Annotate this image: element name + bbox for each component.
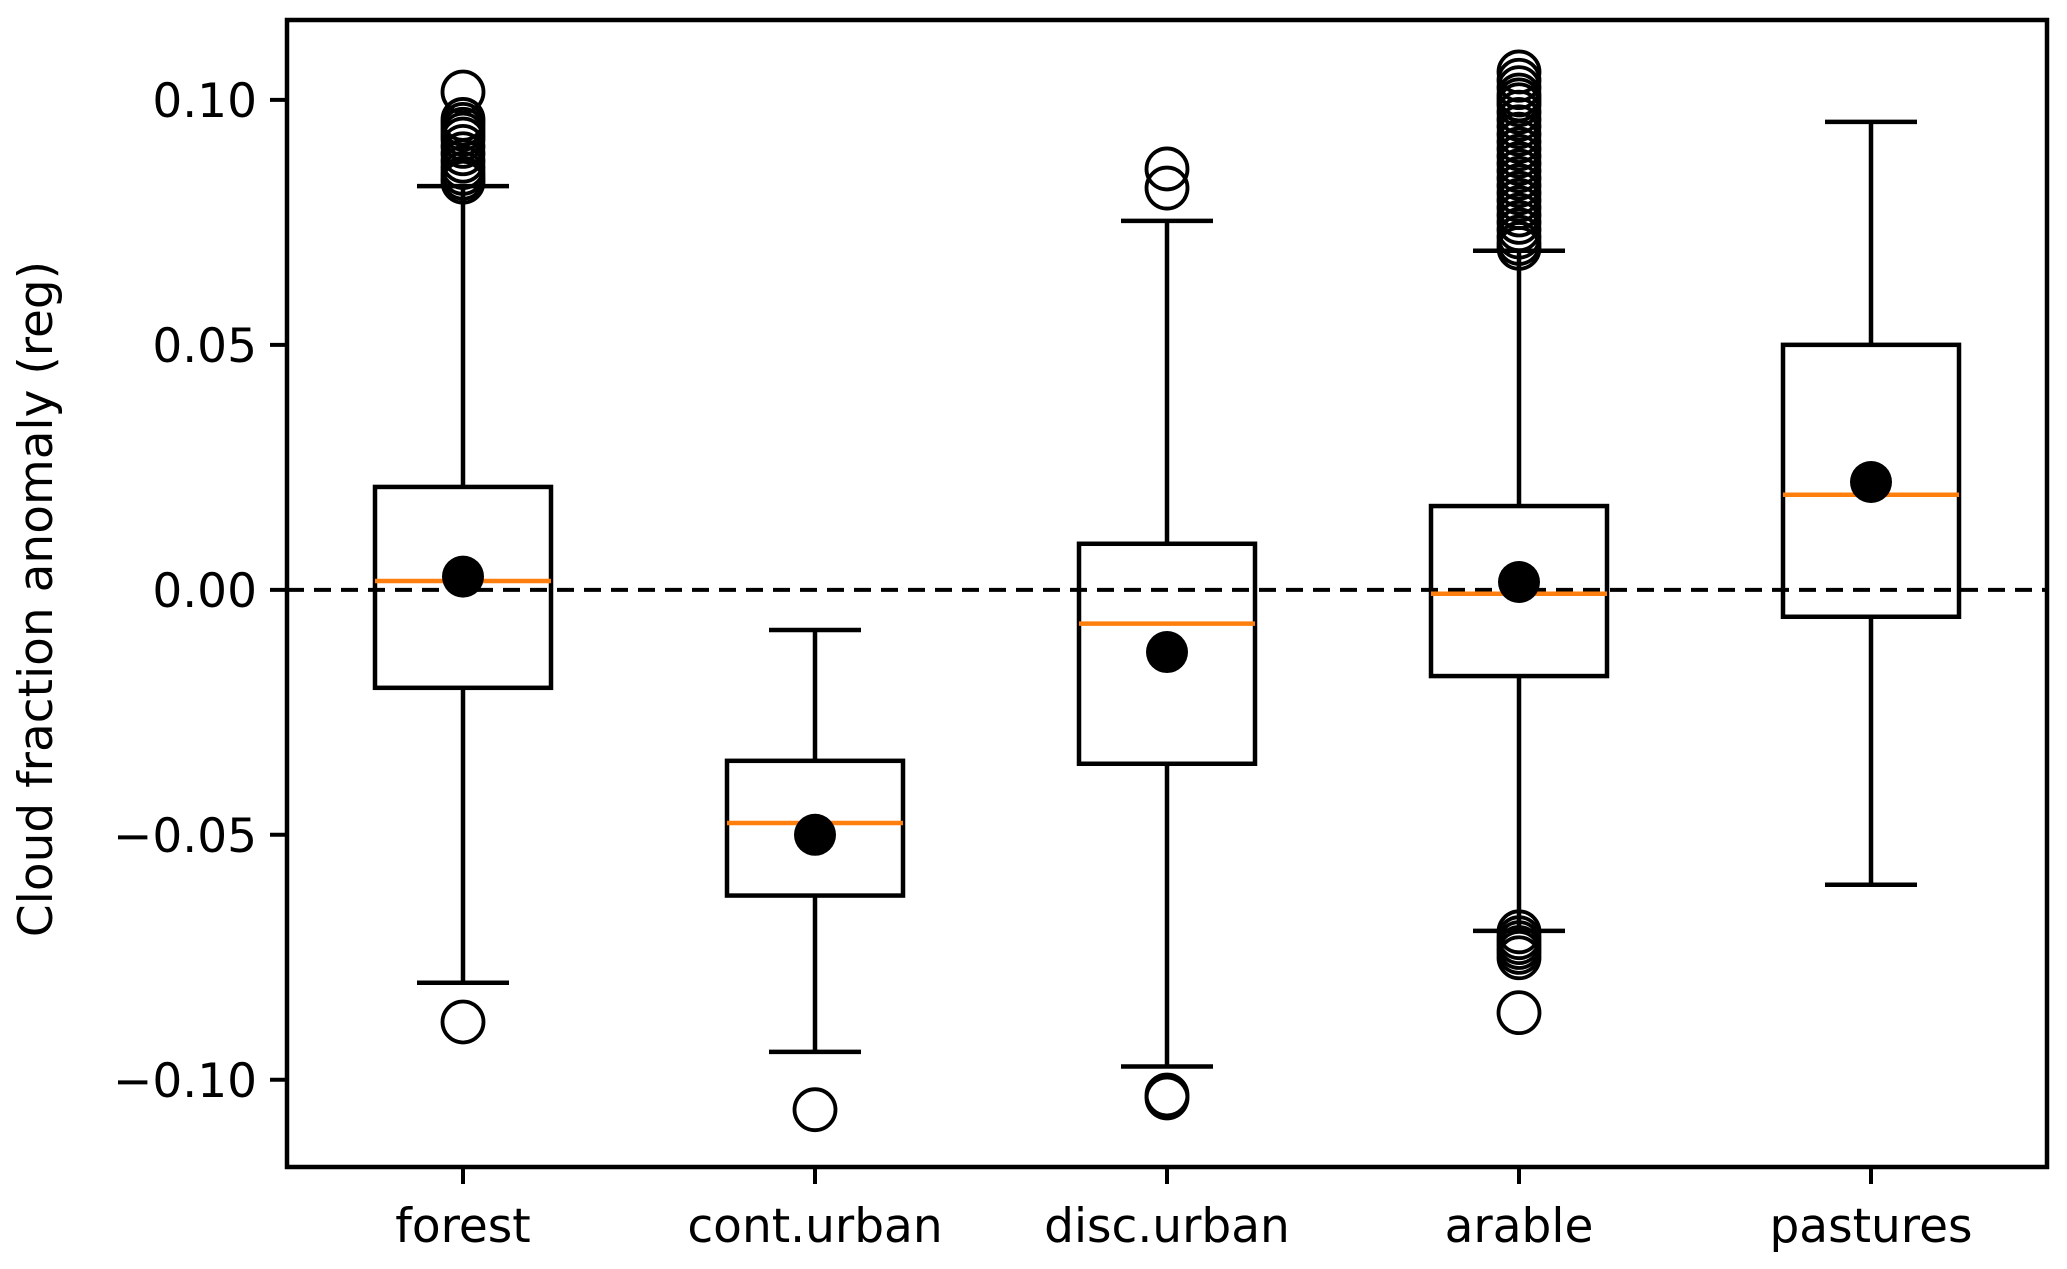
mean-marker bbox=[1146, 631, 1188, 674]
box-group-arable bbox=[1428, 49, 1610, 1036]
box-group-pastures bbox=[1780, 119, 1962, 888]
outlier-point bbox=[440, 999, 486, 1045]
box-group-cont-urban bbox=[724, 627, 906, 1133]
outlier-point bbox=[1144, 165, 1190, 211]
mean-marker bbox=[1498, 560, 1540, 603]
x-tick-label: cont.urban bbox=[687, 1199, 942, 1254]
x-axis: forest cont.urban disc.urban arable pastures bbox=[395, 1167, 1973, 1254]
outlier-point bbox=[1144, 146, 1190, 192]
outlier-point bbox=[1144, 1072, 1190, 1118]
outlier-point bbox=[1496, 935, 1542, 981]
iqr-box bbox=[372, 484, 554, 691]
iqr-box bbox=[1780, 342, 1962, 620]
x-tick-label: pastures bbox=[1769, 1199, 1972, 1254]
mean-marker bbox=[794, 813, 836, 856]
y-axis-label: Cloud fraction anomaly (reg) bbox=[9, 261, 64, 937]
mean-marker bbox=[1850, 461, 1892, 504]
x-tick-label: forest bbox=[395, 1199, 530, 1254]
outlier-point bbox=[1496, 225, 1542, 271]
y-axis: −0.10 −0.05 0.00 0.05 0.10 bbox=[113, 74, 287, 1109]
x-tick-label: disc.urban bbox=[1044, 1199, 1290, 1254]
x-tick-label: arable bbox=[1445, 1199, 1594, 1254]
outlier-point bbox=[1144, 1075, 1190, 1121]
outlier-point bbox=[440, 159, 486, 205]
outlier-point bbox=[792, 1087, 838, 1133]
box-group-disc-urban bbox=[1076, 146, 1258, 1121]
y-tick-label: 0.10 bbox=[152, 74, 257, 129]
iqr-box bbox=[1076, 541, 1258, 767]
mean-marker bbox=[442, 555, 484, 598]
iqr-box bbox=[724, 758, 906, 898]
boxes-layer bbox=[372, 49, 1962, 1133]
iqr-box bbox=[1428, 503, 1610, 679]
y-tick-label: −0.05 bbox=[113, 809, 257, 864]
y-tick-label: 0.00 bbox=[152, 564, 257, 619]
y-tick-label: −0.10 bbox=[113, 1054, 257, 1109]
outlier-point bbox=[1496, 990, 1542, 1036]
box-group-forest bbox=[372, 69, 554, 1045]
y-tick-label: 0.05 bbox=[152, 319, 257, 374]
